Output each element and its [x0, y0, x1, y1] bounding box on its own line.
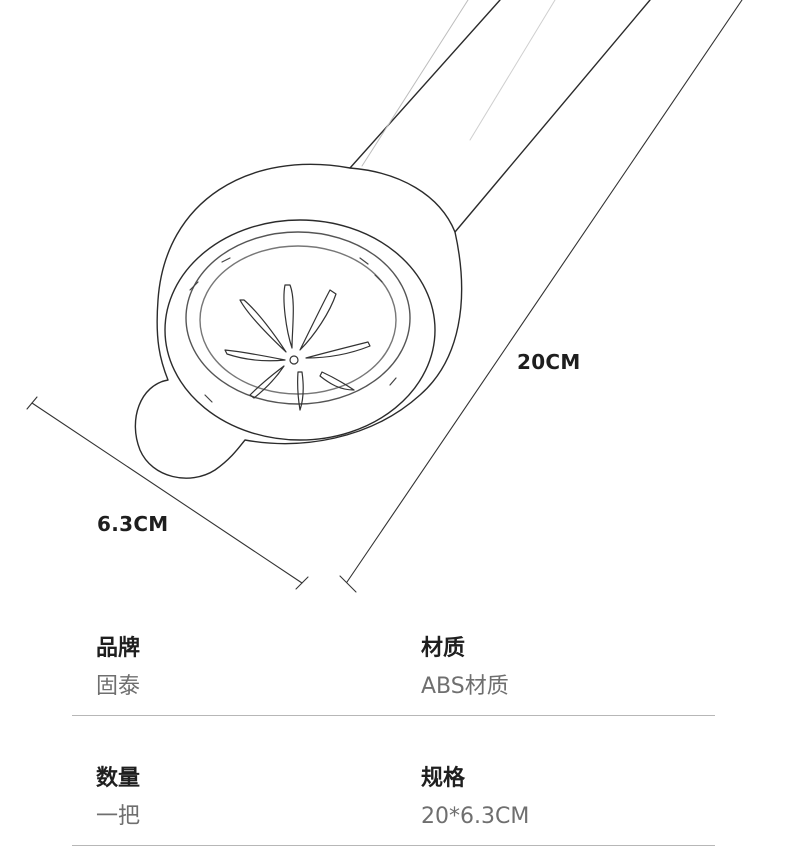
length-dimension-label: 20CM	[517, 350, 581, 374]
spec-brand: 品牌 固泰	[96, 635, 140, 701]
strainer-slots	[224, 284, 371, 411]
dimension-lines	[26, 0, 743, 593]
spec-material: 材质 ABS材质	[421, 635, 509, 701]
strainer-outer	[185, 231, 411, 405]
handle-outline	[349, 0, 501, 169]
spec-value: 固泰	[96, 674, 141, 699]
bowl-outline	[134, 163, 463, 479]
spec-value: 一把	[96, 804, 141, 829]
width-dimension-label: 6.3CM	[97, 512, 169, 536]
spec-label: 规格	[421, 766, 466, 791]
length-dimension-line	[346, 0, 743, 583]
width-dimension-line	[31, 402, 303, 584]
spec-value: 20*6.3CM	[421, 804, 530, 829]
spec-row: 数量 一把 规格 20*6.3CM	[72, 715, 715, 846]
spec-quantity: 数量 一把	[96, 765, 140, 831]
spec-size: 规格 20*6.3CM	[421, 765, 529, 831]
bowl-rim	[164, 219, 436, 441]
spec-label: 材质	[421, 636, 466, 661]
egg-separator-illustration	[26, 0, 743, 593]
spec-label: 品牌	[96, 636, 141, 661]
spec-value: ABS材质	[421, 674, 509, 699]
handle-outline-right	[454, 0, 651, 233]
spec-label: 数量	[96, 766, 141, 791]
spec-row: 品牌 固泰 材质 ABS材质	[72, 585, 715, 716]
